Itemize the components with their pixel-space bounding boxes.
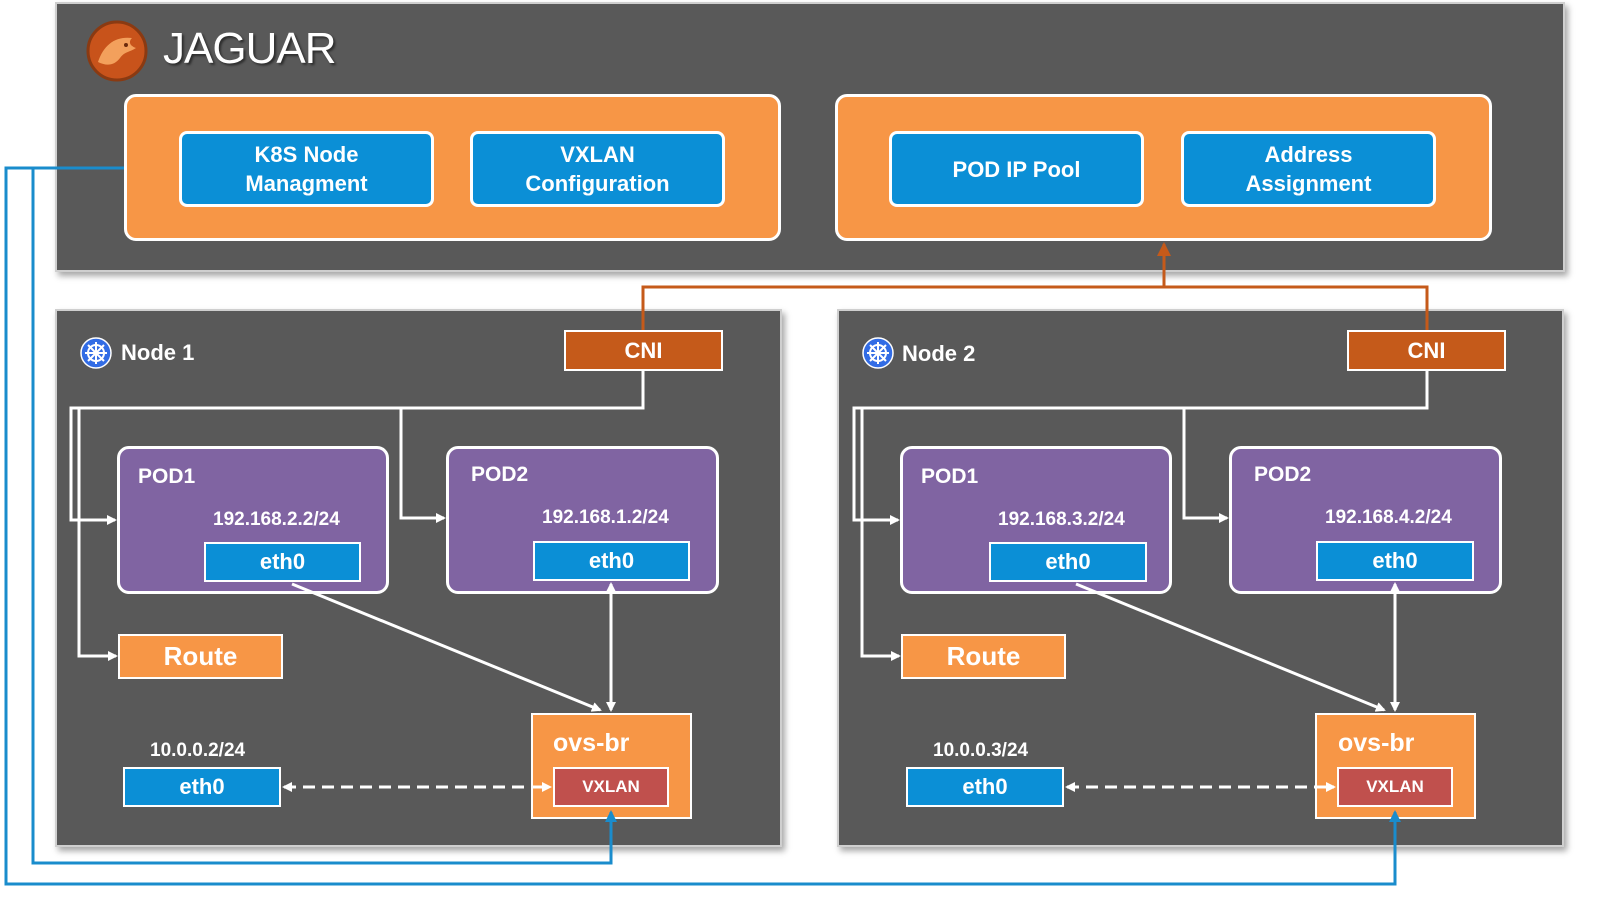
node1-cni-links: [69, 371, 645, 792]
controller-vxlan-link: [4, 166, 1401, 886]
address-assignment-box: Address Assignment: [1181, 131, 1436, 207]
kubernetes-icon: [862, 337, 894, 369]
k8s-node-management-box: K8S Node Managment: [179, 131, 434, 207]
pod-ip-pool-box: POD IP Pool: [889, 131, 1144, 207]
node2-cni-box: CNI: [1347, 330, 1506, 371]
node2-pod1-ip: 192.168.3.2/24: [998, 509, 1125, 530]
node2-cni-links: [852, 371, 1429, 792]
node1-pod1-ip: 192.168.2.2/24: [213, 509, 340, 530]
node2-pod2-ip: 192.168.4.2/24: [1325, 507, 1452, 528]
node2-route-box: Route: [901, 634, 1066, 679]
node2-pod1-title: POD1: [921, 465, 979, 488]
cni-controller-link: [641, 242, 1429, 330]
node1-route-box: Route: [118, 634, 283, 679]
node2-host-eth0: eth0: [906, 767, 1064, 807]
node2-vxlan-port: VXLAN: [1337, 767, 1453, 807]
vxlan-configuration-box: VXLAN Configuration: [470, 131, 725, 207]
node1-pod1-title: POD1: [138, 465, 196, 488]
node1-pod2-title: POD2: [471, 463, 529, 486]
node1-host-eth0: eth0: [123, 767, 281, 807]
node1-ovs-label: ovs-br: [553, 729, 630, 757]
node2-title: Node 2: [902, 341, 976, 366]
node1-host-ip: 10.0.0.2/24: [150, 740, 246, 761]
node2-ovs-label: ovs-br: [1338, 729, 1415, 757]
brand-name: JAGUAR: [163, 24, 336, 73]
node2-pod2-eth0: eth0: [1316, 541, 1474, 581]
node1-pod2-eth0: eth0: [533, 541, 690, 581]
node2-pod2-title: POD2: [1254, 463, 1312, 486]
node1-cni-box: CNI: [564, 330, 723, 371]
jaguar-logo-icon: [86, 20, 148, 82]
node2-host-ip: 10.0.0.3/24: [933, 740, 1029, 761]
node1-pod1-eth0: eth0: [204, 542, 361, 582]
node1-pod2-ip: 192.168.1.2/24: [542, 507, 669, 528]
node2-pod1-eth0: eth0: [989, 542, 1147, 582]
node1-title: Node 1: [121, 340, 195, 365]
node1-vxlan-port: VXLAN: [553, 767, 669, 807]
kubernetes-icon: [80, 337, 112, 369]
